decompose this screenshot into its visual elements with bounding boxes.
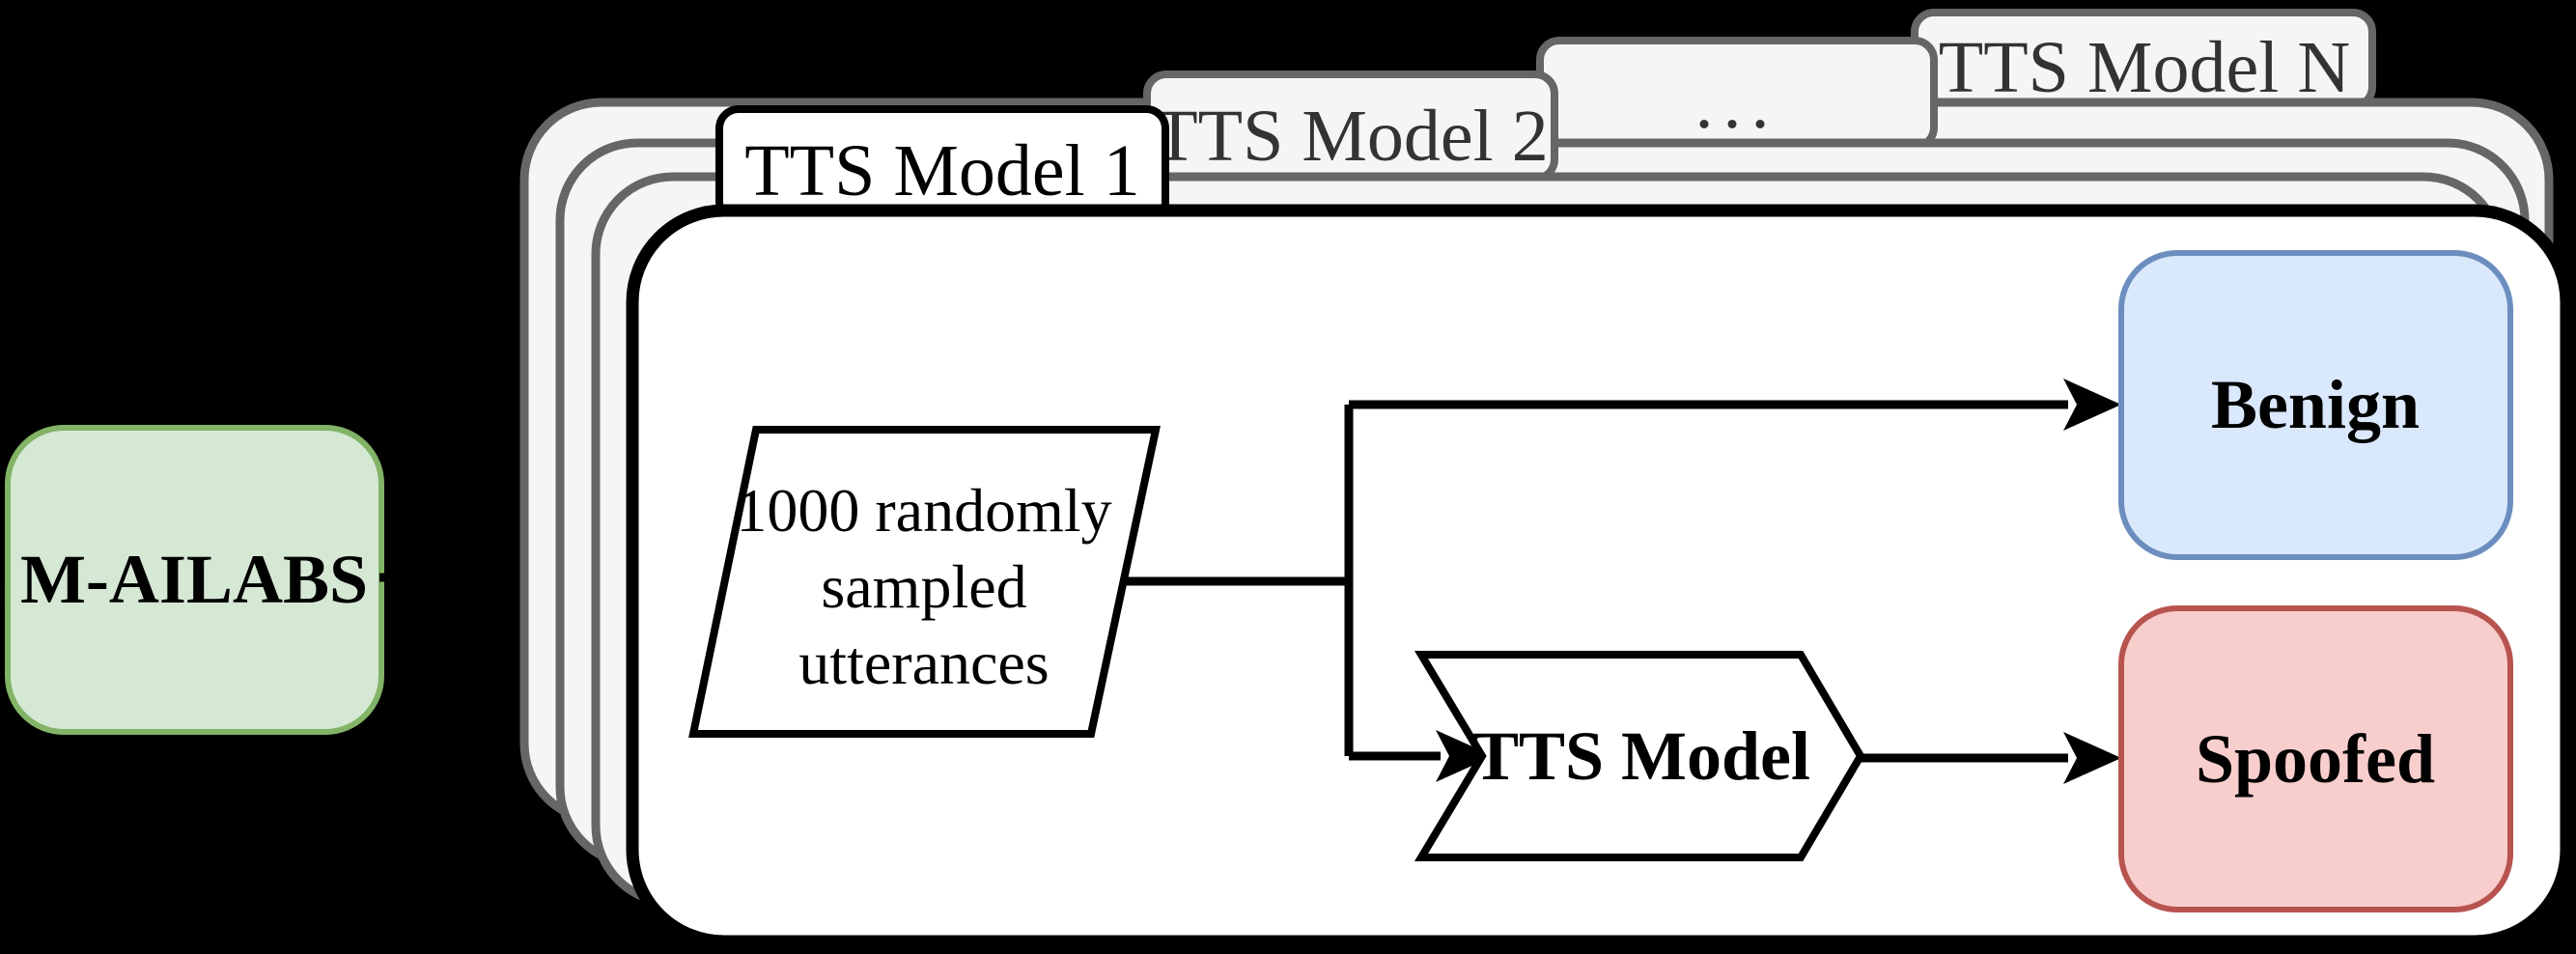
arrowhead-benign — [2063, 379, 2121, 431]
input-label-line-3: utterances — [798, 629, 1049, 697]
tab-tts-model-1-label: TTS Model 1 — [744, 130, 1140, 211]
pipeline-flow: 1000 randomly sampled utterances TTS Mod… — [688, 250, 2513, 912]
tab-tts-model-2-label: TTS Model 2 — [1153, 96, 1549, 177]
input-parallelogram — [688, 426, 1161, 738]
process-label: TTS Model — [1472, 717, 1810, 795]
process-chevron — [1414, 651, 1865, 861]
input-label-line-1: 1000 randomly — [736, 476, 1111, 545]
tab-tts-model-n-label: TTS Model N — [1939, 27, 2350, 108]
output-benign-label: Benign — [2211, 366, 2420, 443]
output-benign-box — [2118, 250, 2513, 560]
input-label-line-2: sampled — [821, 552, 1026, 621]
arrowhead-tts-model — [1436, 730, 1494, 782]
tab-ellipsis-label: ... — [1695, 63, 1779, 144]
output-spoofed-label: Spoofed — [2196, 720, 2435, 798]
dataset-label: M-AILABS — [20, 541, 368, 618]
arrowhead-spoofed — [2063, 732, 2121, 784]
output-spoofed-box — [2118, 605, 2513, 912]
